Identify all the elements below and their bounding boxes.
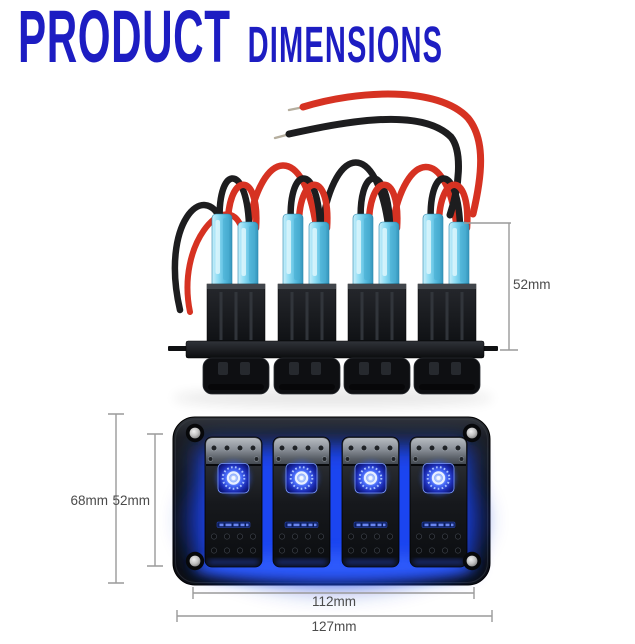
screw-hole-top-left [185,423,205,443]
screw-hole-bottom-right [462,551,482,571]
panel-glow-bottom [194,552,474,580]
black-wire [171,201,226,314]
dimension-line-panel-width [176,610,493,622]
rocker-switch-1 [205,437,262,567]
panel-glow-core [198,445,470,570]
rear-view-product [168,90,498,407]
dimension-label-switch-height: 52mm [112,493,150,508]
rocker-switch-4 [410,437,467,567]
red-wire [184,211,243,315]
rear-switch-unit-4 [418,178,476,346]
front-view-panel [172,416,491,590]
rocker-front-2 [273,357,341,395]
rear-switch-unit-1 [207,178,265,346]
rocker-switch-3 [342,437,399,567]
screw-hole-bottom-left [185,551,205,571]
rear-switch-unit-2 [278,178,336,346]
dimension-lines [108,222,518,622]
dimension-label-panel-height: 68mm [70,493,108,508]
rear-switch-unit-3 [348,178,406,346]
rocker-front-1 [202,357,270,395]
mounting-plate [185,340,485,359]
rocker-front-4 [413,357,481,395]
rocker-switch-2 [273,437,330,567]
dimension-line-switch-height [147,433,163,567]
dimension-line-rear-height [464,222,518,351]
rocker-front-3 [343,357,411,395]
title-primary: PRODUCT [18,0,231,78]
dimension-label-mount-width: 112mm [311,594,356,609]
dimension-label-rear-height: 52mm [513,277,551,292]
screw-hole-top-right [462,423,482,443]
title-secondary: DIMENSIONS [247,16,444,73]
dimension-line-panel-height [108,413,124,584]
red-power-lead [299,90,485,218]
dimension-label-panel-width: 127mm [311,619,357,634]
dimension-line-mount-width [192,587,475,599]
